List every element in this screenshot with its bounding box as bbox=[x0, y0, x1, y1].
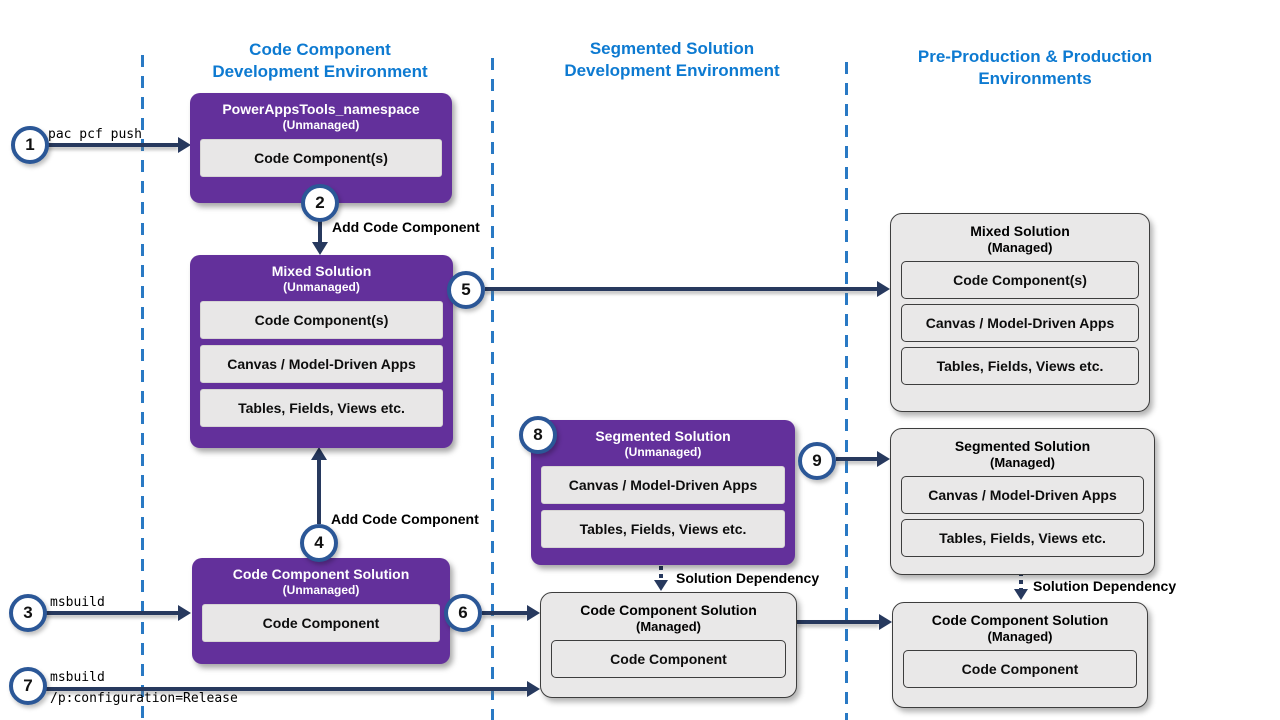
column-header-line1: Code Component bbox=[249, 40, 391, 59]
solution-box-ccs-managed-middle: Code Component Solution (Managed) Code C… bbox=[540, 592, 797, 698]
command-label-msbuild: msbuild bbox=[50, 595, 105, 610]
arrow-step5-line bbox=[485, 287, 877, 291]
arrow-dependency-right-head bbox=[1014, 589, 1028, 600]
solution-box-mixed-unmanaged: Mixed Solution (Unmanaged) Code Componen… bbox=[190, 255, 453, 448]
arrow-step7-head bbox=[527, 681, 540, 697]
solution-title: Segmented Solution bbox=[954, 438, 1091, 454]
solution-item-tables: Tables, Fields, Views etc. bbox=[901, 519, 1144, 557]
solution-box-ccs-unmanaged: Code Component Solution (Unmanaged) Code… bbox=[192, 558, 450, 664]
arrow-step3-line bbox=[46, 611, 178, 615]
step-badge-2: 2 bbox=[301, 184, 339, 222]
solution-item-apps: Canvas / Model-Driven Apps bbox=[901, 476, 1144, 514]
solution-title: Mixed Solution bbox=[970, 223, 1070, 239]
arrow-step1-head bbox=[178, 137, 191, 153]
solution-item-code-components: Code Component(s) bbox=[901, 261, 1139, 299]
solution-box-segmented-managed: Segmented Solution (Managed) Canvas / Mo… bbox=[890, 428, 1155, 575]
arrow-step2-line bbox=[318, 220, 322, 243]
step-badge-9: 9 bbox=[798, 442, 836, 480]
command-label-msbuild-release-line2: /p:configuration=Release bbox=[50, 691, 238, 706]
solution-title: PowerAppsTools_namespace bbox=[222, 101, 420, 117]
solution-item-apps: Canvas / Model-Driven Apps bbox=[541, 466, 785, 504]
command-label-msbuild-release-line1: msbuild bbox=[50, 670, 105, 685]
arrow-step4-head bbox=[311, 447, 327, 460]
solution-box-ccs-managed-right: Code Component Solution (Managed) Code C… bbox=[892, 602, 1148, 708]
column-separator-1 bbox=[141, 55, 144, 720]
label-add-code-component-upper: Add Code Component bbox=[332, 219, 480, 235]
solution-item-code-component: Code Component bbox=[202, 604, 440, 642]
solution-item-apps: Canvas / Model-Driven Apps bbox=[200, 345, 443, 383]
solution-subtitle: (Unmanaged) bbox=[282, 118, 360, 132]
column-header-line2: Environments bbox=[978, 69, 1092, 88]
solution-box-mixed-managed: Mixed Solution (Managed) Code Component(… bbox=[890, 213, 1150, 412]
arrow-step9-head bbox=[877, 451, 890, 467]
solution-subtitle: (Managed) bbox=[636, 619, 701, 634]
column-header-segmented-dev: Segmented Solution Development Environme… bbox=[512, 38, 832, 82]
solution-item-code-components: Code Component(s) bbox=[200, 139, 442, 177]
arrow-step3-head bbox=[178, 605, 191, 621]
column-header-line1: Segmented Solution bbox=[589, 39, 755, 58]
solution-subtitle: (Managed) bbox=[987, 240, 1053, 255]
column-header-preprod-prod: Pre-Production & Production Environments bbox=[875, 46, 1195, 90]
solution-item-code-components: Code Component(s) bbox=[200, 301, 443, 339]
solution-item-tables: Tables, Fields, Views etc. bbox=[901, 347, 1139, 385]
column-header-line2: Development Environment bbox=[564, 61, 780, 80]
step-badge-5: 5 bbox=[447, 271, 485, 309]
solution-title: Code Component Solution bbox=[931, 612, 1109, 628]
solution-item-code-component: Code Component bbox=[551, 640, 786, 678]
label-add-code-component-lower: Add Code Component bbox=[331, 511, 479, 527]
column-header-line2: Development Environment bbox=[212, 62, 428, 81]
arrow-step2-head bbox=[312, 242, 328, 255]
solution-item-tables: Tables, Fields, Views etc. bbox=[200, 389, 443, 427]
arrow-step6-head bbox=[527, 605, 540, 621]
solution-title: Segmented Solution bbox=[595, 428, 731, 444]
arrow-managed-promote-head bbox=[879, 614, 892, 630]
arrow-dependency-right-line bbox=[1019, 564, 1023, 590]
arrow-step1-line bbox=[46, 143, 178, 147]
arrow-dependency-middle-line bbox=[659, 566, 663, 581]
arrow-step7-line bbox=[46, 687, 527, 691]
step-badge-3: 3 bbox=[9, 594, 47, 632]
arrow-managed-promote-line bbox=[797, 620, 879, 624]
arrow-step4-line bbox=[317, 459, 321, 524]
arrow-step6-line bbox=[482, 611, 527, 615]
arrow-step5-head bbox=[877, 281, 890, 297]
arrow-step9-line bbox=[836, 457, 877, 461]
solution-title: Code Component Solution bbox=[232, 566, 410, 582]
solution-subtitle: (Managed) bbox=[990, 455, 1055, 470]
step-badge-8: 8 bbox=[519, 416, 557, 454]
solution-subtitle: (Unmanaged) bbox=[283, 280, 360, 294]
column-separator-3 bbox=[845, 62, 848, 720]
solution-subtitle: (Unmanaged) bbox=[624, 445, 702, 459]
step-badge-4: 4 bbox=[300, 524, 338, 562]
solution-subtitle: (Managed) bbox=[987, 629, 1053, 644]
step-badge-1: 1 bbox=[11, 126, 49, 164]
solution-title: Code Component Solution bbox=[580, 602, 757, 618]
solution-box-segmented-unmanaged: Segmented Solution (Unmanaged) Canvas / … bbox=[531, 420, 795, 565]
label-solution-dependency-right: Solution Dependency bbox=[1033, 578, 1177, 594]
solution-item-tables: Tables, Fields, Views etc. bbox=[541, 510, 785, 548]
solution-item-code-component: Code Component bbox=[903, 650, 1137, 688]
step-badge-7: 7 bbox=[9, 667, 47, 705]
column-separator-2 bbox=[491, 58, 494, 720]
column-header-line1: Pre-Production & Production bbox=[917, 47, 1153, 66]
step-badge-6: 6 bbox=[444, 594, 482, 632]
solution-item-apps: Canvas / Model-Driven Apps bbox=[901, 304, 1139, 342]
arrow-dependency-middle-head bbox=[654, 580, 668, 591]
solution-title: Mixed Solution bbox=[271, 263, 372, 279]
solution-subtitle: (Unmanaged) bbox=[282, 583, 360, 597]
label-solution-dependency-middle: Solution Dependency bbox=[676, 570, 820, 586]
column-header-code-component-dev: Code Component Development Environment bbox=[160, 39, 480, 83]
command-label-pac-pcf-push: pac pcf push bbox=[48, 127, 142, 142]
